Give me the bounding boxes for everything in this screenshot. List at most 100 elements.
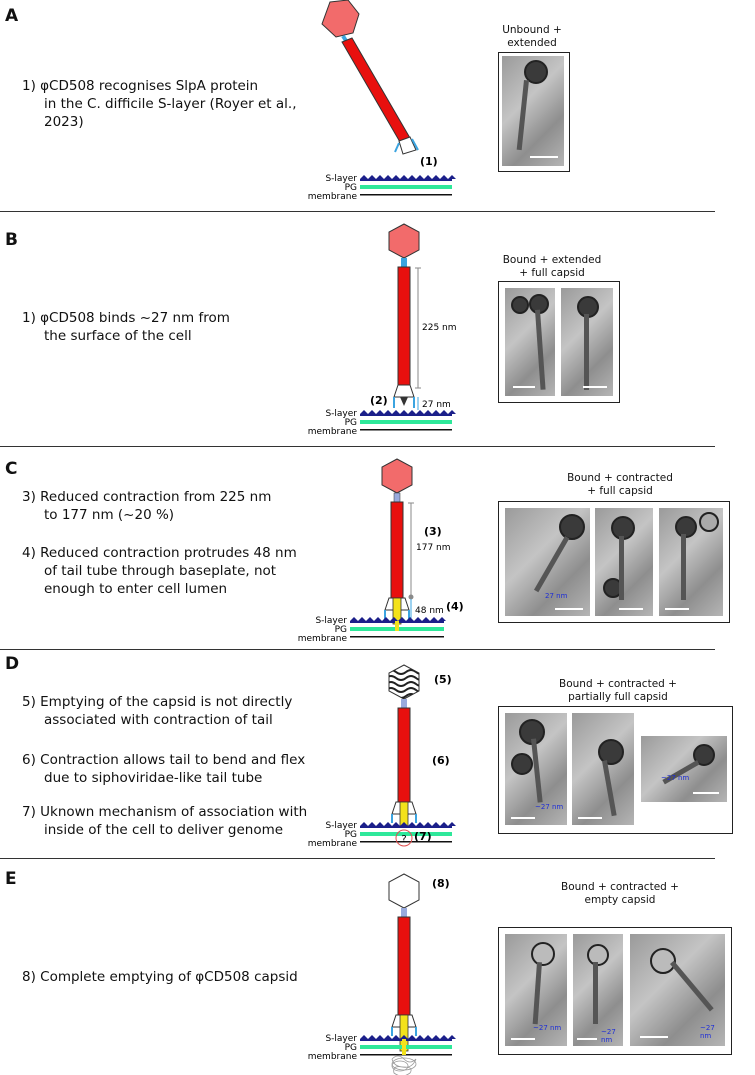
em-box: ~27 nm ~27 nm ~27 nm — [498, 927, 732, 1055]
micrograph-image: ~27 nm — [573, 934, 623, 1046]
em-title: Bound + contracted +partially full capsi… — [559, 678, 677, 703]
capsid-shape — [388, 873, 420, 909]
tail-shape — [397, 707, 411, 803]
micrograph-image: ~27 nm — [505, 934, 567, 1046]
tail-shape — [397, 916, 411, 1016]
cell-envelope — [350, 617, 446, 638]
layer-label-slayer: S-layer — [325, 409, 357, 419]
phage-diagram-d: (5) (6) ? (7) S-layer PG membrane — [308, 664, 456, 849]
panel-divider — [0, 649, 715, 650]
released-genome — [391, 1055, 417, 1075]
cell-envelope — [360, 175, 456, 196]
question-mark: ? — [401, 834, 406, 845]
step-line: of tail tube through baseplate, not — [44, 563, 277, 579]
phage-diagram-b: 225 nm 27 nm (2) S-layer PG membrane — [308, 223, 457, 437]
em-annotation: ~27 nm — [533, 1024, 562, 1032]
step-7-text: 7) Uknown mechanism of association with … — [22, 803, 307, 839]
step-line: 2023) — [44, 114, 84, 130]
panel-c: C 3) Reduced contraction from 225 nm to … — [0, 447, 755, 649]
dimension-tick — [408, 594, 414, 600]
layer-label-pg: PG — [345, 183, 357, 193]
em-annotation: ~27 nm — [661, 774, 690, 782]
em-title: Bound + contracted +empty capsid — [561, 881, 679, 906]
step-marker: (1) — [420, 155, 438, 168]
panel-label: D — [5, 654, 20, 674]
panel-divider — [0, 211, 715, 212]
neck-shape — [401, 258, 407, 267]
panel-b: B 1) φCD508 binds ~27 nm from the surfac… — [0, 212, 755, 445]
length-label: 177 nm — [416, 543, 451, 553]
baseplate-shape — [393, 384, 415, 398]
panel-label: B — [5, 230, 18, 250]
em-box: ~27 nm ~27 nm — [498, 706, 733, 834]
step-marker: (4) — [446, 600, 464, 613]
neck-shape — [393, 492, 401, 503]
layer-label-pg: PG — [345, 830, 357, 840]
capsid-shape — [381, 458, 413, 494]
layer-label-slayer: S-layer — [315, 616, 347, 626]
layer-label-membrane: membrane — [308, 1052, 358, 1062]
step-5-text: 5) Emptying of the capsid is not directl… — [22, 693, 292, 729]
em-annotation: 27 nm — [545, 592, 568, 600]
step-6-text: 6) Contraction allows tail to bend and f… — [22, 751, 305, 787]
micrograph-image: 27 nm — [505, 508, 590, 616]
layer-label-pg: PG — [335, 625, 347, 635]
tail-shape — [341, 37, 411, 143]
em-box — [498, 52, 570, 172]
em-box — [498, 281, 620, 403]
micrograph-image — [659, 508, 723, 616]
em-annotation: ~27 nm — [535, 803, 564, 811]
cell-envelope — [360, 1035, 456, 1056]
layer-label-pg: PG — [345, 1043, 357, 1053]
step-marker: (6) — [432, 754, 450, 767]
gap-label: 48 nm — [415, 606, 444, 616]
micrograph-image — [561, 288, 613, 396]
micrograph-image — [505, 288, 555, 396]
step-line: 8) Complete emptying of φCD508 capsid — [22, 969, 298, 985]
layer-label-membrane: membrane — [308, 839, 358, 849]
panel-label: A — [5, 6, 19, 26]
tail-fibre — [411, 138, 419, 151]
phage-diagram-c: (3) 177 nm 48 nm (4) S-layer PG membrane — [298, 458, 464, 644]
layer-label-membrane: membrane — [298, 634, 348, 644]
length-label: 225 nm — [422, 323, 457, 333]
em-title: Bound + extended+ full capsid — [502, 254, 602, 279]
step-marker: (2) — [370, 394, 388, 407]
gap-label: 27 nm — [422, 400, 451, 410]
step-4-text: 4) Reduced contraction protrudes 48 nm o… — [22, 544, 297, 598]
step-line: associated with contraction of tail — [44, 712, 273, 728]
layer-label-slayer: S-layer — [325, 821, 357, 831]
micrograph-image: ~27 nm — [505, 713, 567, 825]
tail-fibre — [394, 142, 400, 153]
layer-label-slayer: S-layer — [325, 174, 357, 184]
cell-envelope — [360, 822, 456, 843]
step-marker: (8) — [432, 877, 450, 890]
phage-diagram-a: (1) S-layer PG membrane — [308, 0, 456, 202]
step-marker: (7) — [414, 830, 432, 843]
step-line: 1) φCD508 binds ~27 nm from — [22, 310, 230, 326]
step-line: 5) Emptying of the capsid is not directl… — [22, 694, 293, 710]
panel-label: C — [5, 459, 18, 479]
micrograph-image — [502, 56, 564, 166]
step-1-text: 1) φCD508 binds ~27 nm from the surface … — [22, 309, 230, 345]
tip-shape — [400, 397, 408, 406]
panel-e: E 8) Complete emptying of φCD508 capsid … — [0, 859, 755, 1075]
baseplate-shape — [398, 136, 417, 155]
neck-shape — [401, 908, 407, 917]
phage-diagram-e: (8) S-layer PG membrane — [308, 873, 456, 1075]
panel-a: A 1) φCD508 recognises SlpA protein in t… — [0, 0, 755, 210]
capsid-shape — [388, 223, 420, 259]
step-8-text: 8) Complete emptying of φCD508 capsid — [22, 968, 298, 986]
micrograph-image: ~27 nm — [630, 934, 725, 1046]
step-line: 7) Uknown mechanism of association with — [22, 804, 308, 820]
step-line: enough to enter cell lumen — [44, 581, 228, 597]
step-line: 3) Reduced contraction from 225 nm — [22, 489, 272, 505]
panel-d: D 5) Emptying of the capsid is not direc… — [0, 650, 755, 857]
step-line: in the C. difficile S-layer (Royer et al… — [44, 96, 297, 112]
micrograph-image — [595, 508, 653, 616]
panel-label: E — [5, 869, 17, 889]
layer-label-membrane: membrane — [308, 427, 358, 437]
step-line: inside of the cell to deliver genome — [44, 822, 284, 838]
step-line: 6) Contraction allows tail to bend and f… — [22, 752, 306, 768]
em-annotation: ~27 nm — [700, 1024, 715, 1040]
